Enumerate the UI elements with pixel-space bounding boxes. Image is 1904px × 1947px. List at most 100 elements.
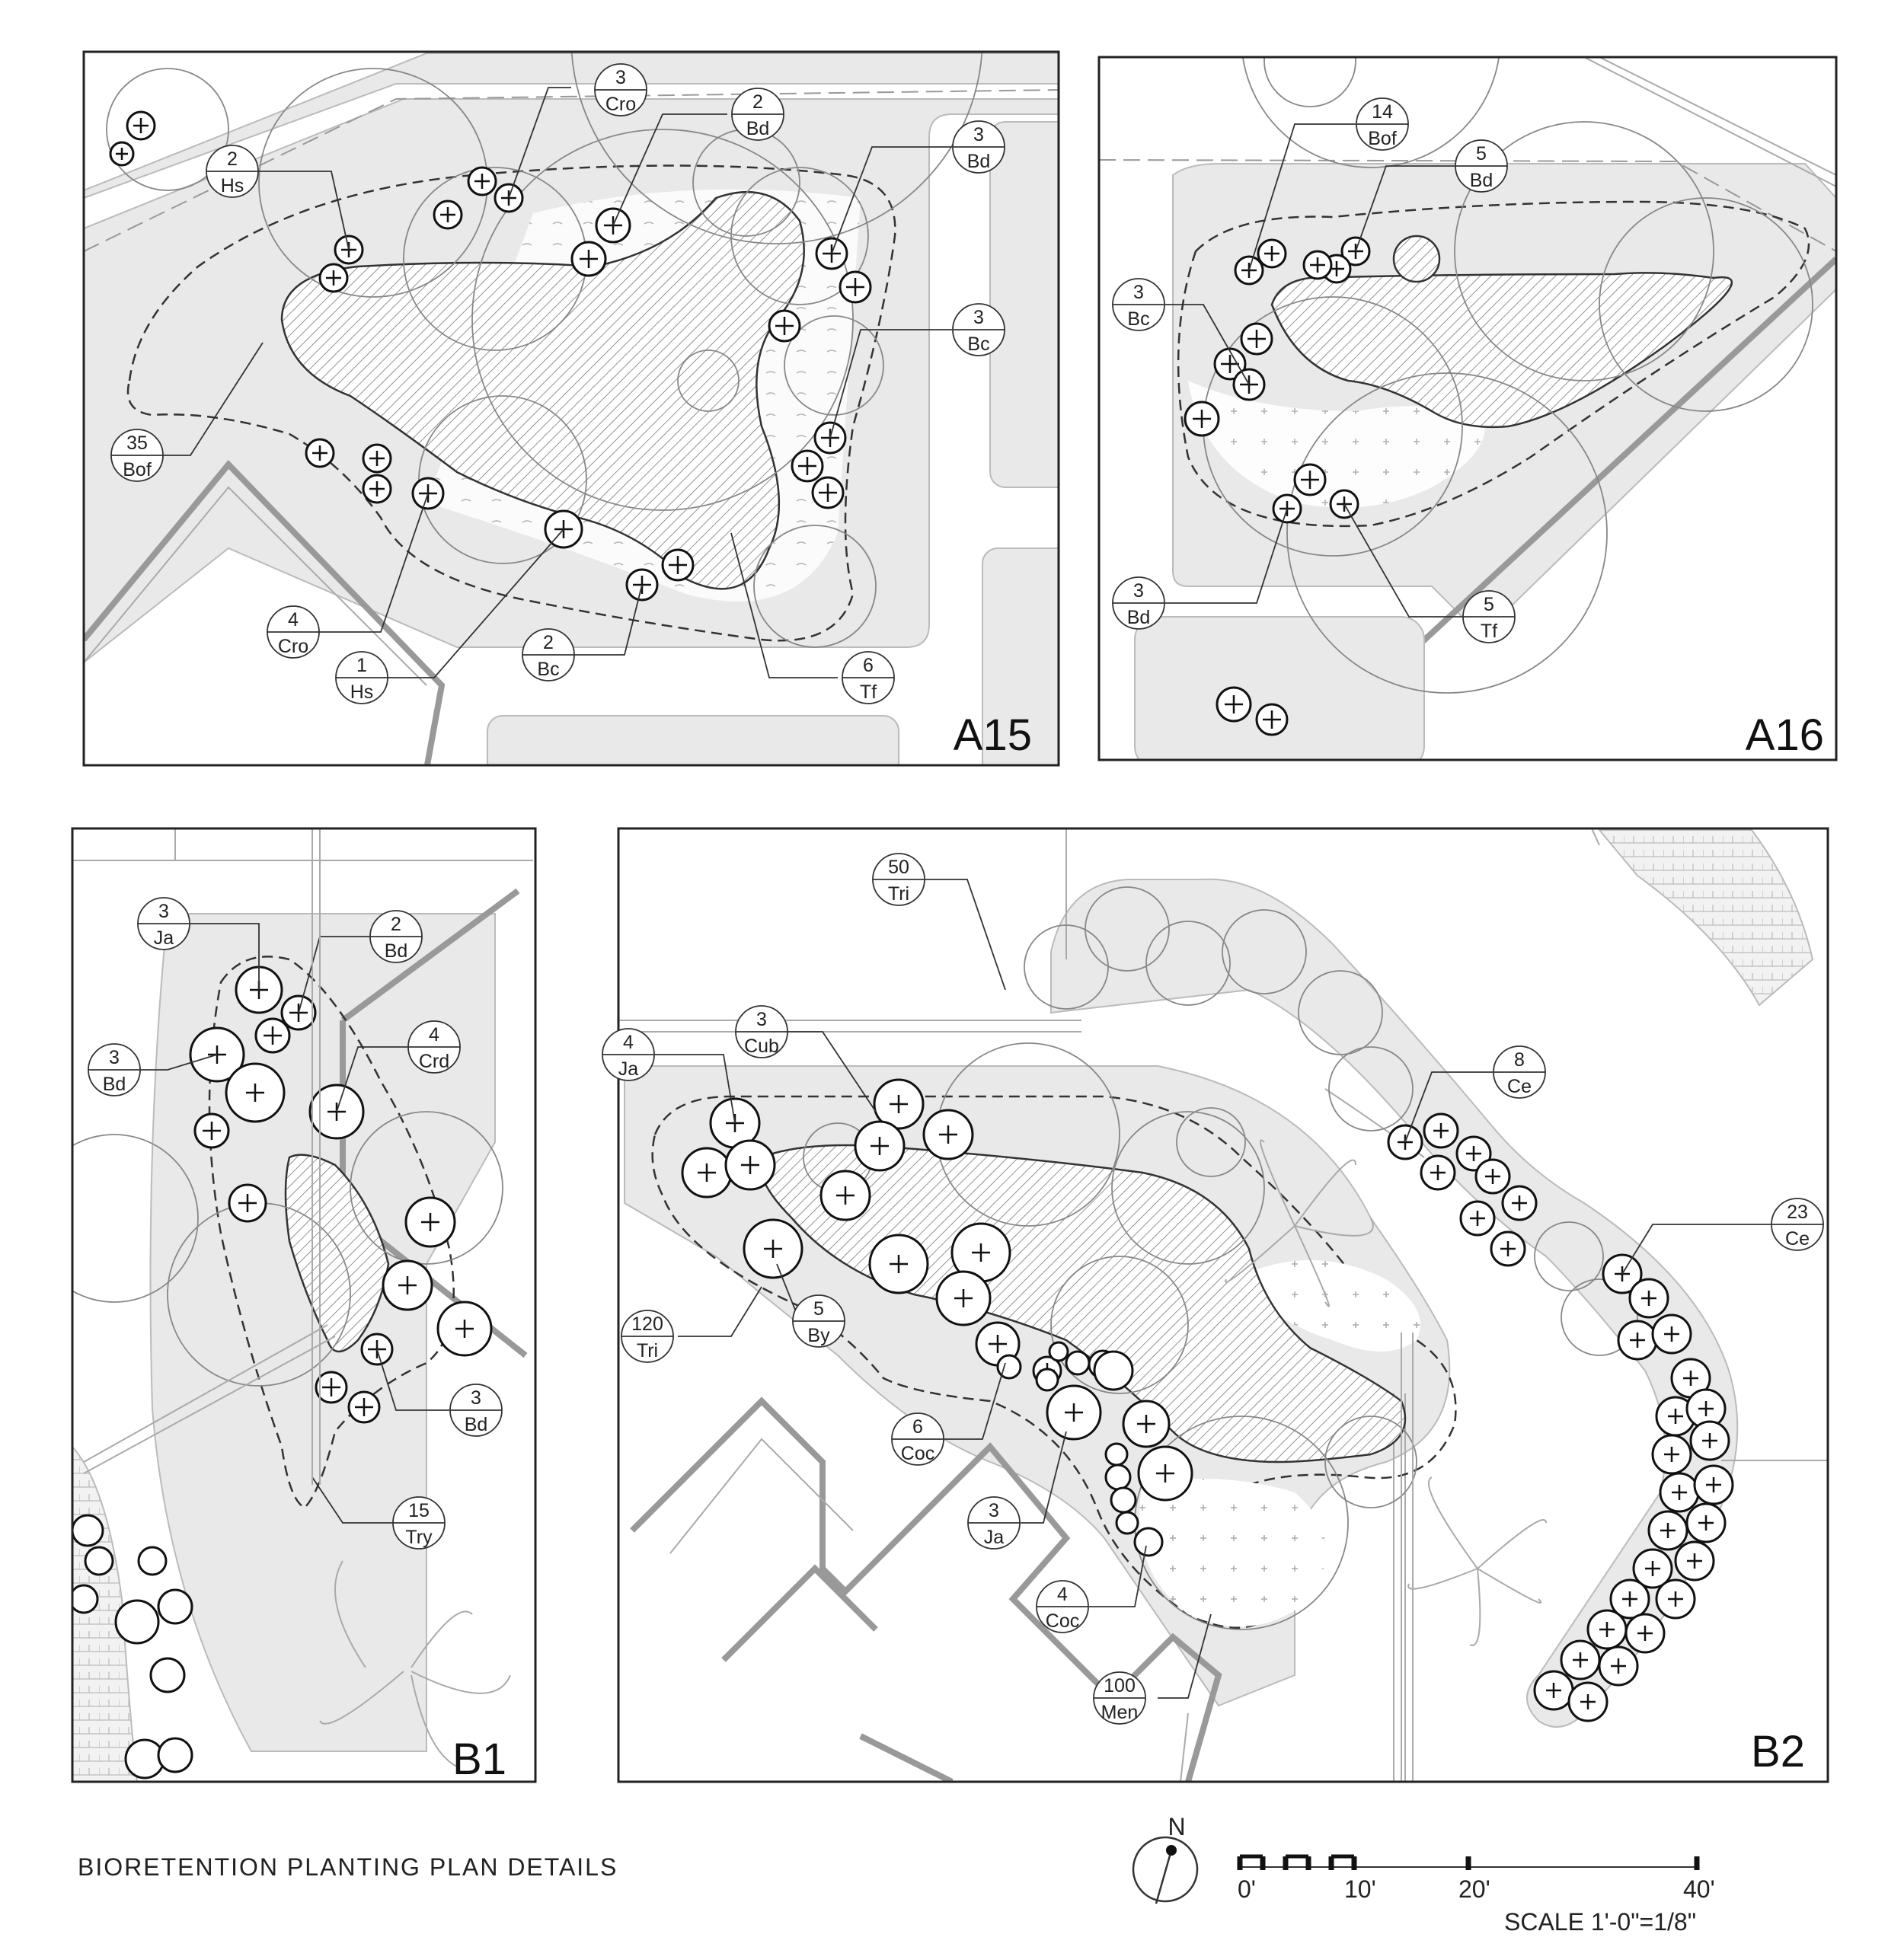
plant-label-tag: 3Bd xyxy=(88,1043,141,1096)
panel-b1 xyxy=(71,827,537,1783)
plant-quantity: 2 xyxy=(752,91,763,113)
scale-bar: 0' 10' 20' 40' SCALE 1'-0"=1/8" xyxy=(1237,1854,1715,1936)
scale-tick-10: 10' xyxy=(1344,1875,1376,1903)
plant-quantity: 4 xyxy=(1057,1584,1068,1605)
plant-species-code: Bc xyxy=(537,659,559,680)
plant-species-code: Ja xyxy=(154,927,174,949)
plant-quantity: 3 xyxy=(1133,580,1144,602)
plant-species-code: Tri xyxy=(888,883,909,905)
plant-quantity: 3 xyxy=(973,307,984,328)
panel-id-b1: B1 xyxy=(452,1735,506,1784)
plant-label-tag: 3Bd xyxy=(449,1384,503,1437)
plant-quantity: 3 xyxy=(756,1009,767,1030)
plant-species-code: Men xyxy=(1101,1702,1139,1723)
plant-species-code: Bof xyxy=(1368,128,1397,149)
plant-label-tag: 3Ja xyxy=(967,1496,1021,1550)
plant-quantity: 5 xyxy=(813,1298,824,1320)
plant-species-code: Tf xyxy=(860,681,877,703)
plant-quantity: 4 xyxy=(288,609,299,630)
plant-species-code: Hs xyxy=(221,175,244,196)
plant-quantity: 3 xyxy=(989,1500,999,1521)
plant-species-code: Bd xyxy=(1127,607,1151,628)
plant-species-code: Cro xyxy=(605,94,636,115)
plant-quantity: 8 xyxy=(1514,1049,1525,1071)
plant-quantity: 120 xyxy=(631,1313,663,1335)
plant-quantity: 4 xyxy=(623,1032,634,1053)
plant-species-code: Ja xyxy=(618,1058,639,1080)
plant-quantity: 3 xyxy=(615,67,626,88)
plant-species-code: Bd xyxy=(967,151,991,172)
plant-species-code: Coc xyxy=(1046,1610,1079,1632)
plant-label-tag: 3Bd xyxy=(1112,576,1165,630)
plant-species-code: By xyxy=(807,1325,830,1346)
plant-species-code: Ce xyxy=(1507,1076,1532,1097)
plant-label-tag: 5By xyxy=(792,1294,845,1348)
plant-label-tag: 3Bc xyxy=(1112,278,1165,331)
plant-quantity: 3 xyxy=(109,1047,120,1068)
plant-quantity: 23 xyxy=(1787,1202,1808,1223)
plant-species-code: Ja xyxy=(984,1527,1005,1548)
plant-label-tag: 2Bd xyxy=(731,88,784,141)
plant-label-tag: 3Bc xyxy=(952,303,1005,356)
plant-species-code: Hs xyxy=(350,681,374,703)
plant-label-tag: 8Ce xyxy=(1493,1045,1546,1099)
panel-id-a15: A15 xyxy=(954,710,1032,760)
panel-b2 xyxy=(617,827,1829,1783)
panel-id-b2: B2 xyxy=(1751,1727,1805,1776)
plant-quantity: 100 xyxy=(1104,1675,1136,1696)
plant-label-tag: 2Bc xyxy=(522,628,575,681)
plant-species-code: Tf xyxy=(1481,621,1497,642)
panel-id-a16: A16 xyxy=(1746,710,1824,760)
plant-species-code: Crd xyxy=(419,1051,449,1072)
plant-quantity: 2 xyxy=(543,632,554,653)
plant-label-tag: 3Bd xyxy=(952,120,1005,174)
plant-quantity: 5 xyxy=(1476,143,1487,164)
plant-species-code: Bd xyxy=(103,1074,126,1095)
plant-species-code: Bc xyxy=(1127,308,1149,330)
plant-quantity: 2 xyxy=(227,148,238,170)
scale-text: SCALE 1'-0"=1/8" xyxy=(1504,1908,1696,1936)
plant-species-code: Ce xyxy=(1785,1228,1810,1250)
plant-species-code: Bc xyxy=(967,334,989,355)
plant-quantity: 50 xyxy=(888,857,909,878)
plant-quantity: 1 xyxy=(356,655,367,676)
north-label: N xyxy=(1168,1813,1185,1840)
plant-label-tag: 5Bd xyxy=(1455,139,1508,193)
north-arrow-icon: N xyxy=(1132,1813,1199,1904)
plant-species-code: Cub xyxy=(744,1036,779,1057)
plant-quantity: 2 xyxy=(391,914,401,935)
plant-quantity: 4 xyxy=(429,1024,439,1045)
plant-species-code: Bd xyxy=(465,1414,488,1435)
plant-quantity: 15 xyxy=(408,1500,430,1521)
plant-quantity: 3 xyxy=(973,124,984,145)
panel-a15 xyxy=(82,50,1060,767)
plant-species-code: Coc xyxy=(901,1443,934,1464)
plant-label-tag: 3Ja xyxy=(137,897,190,950)
plant-quantity: 3 xyxy=(158,901,169,922)
plant-label-tag: 4Ja xyxy=(602,1028,655,1081)
plant-label-tag: 2Bd xyxy=(369,910,423,963)
scale-tick-40: 40' xyxy=(1683,1875,1715,1903)
plant-species-code: Bd xyxy=(1470,170,1493,191)
plant-species-code: Tri xyxy=(637,1340,658,1361)
plant-label-tag: 2Hs xyxy=(206,145,259,198)
plant-species-code: Cro xyxy=(278,636,308,657)
plant-quantity: 3 xyxy=(471,1387,481,1409)
plant-quantity: 3 xyxy=(1133,282,1144,303)
plant-species-code: Bd xyxy=(385,940,408,962)
panel-a16 xyxy=(1097,56,1838,761)
plant-species-code: Try xyxy=(405,1527,433,1548)
